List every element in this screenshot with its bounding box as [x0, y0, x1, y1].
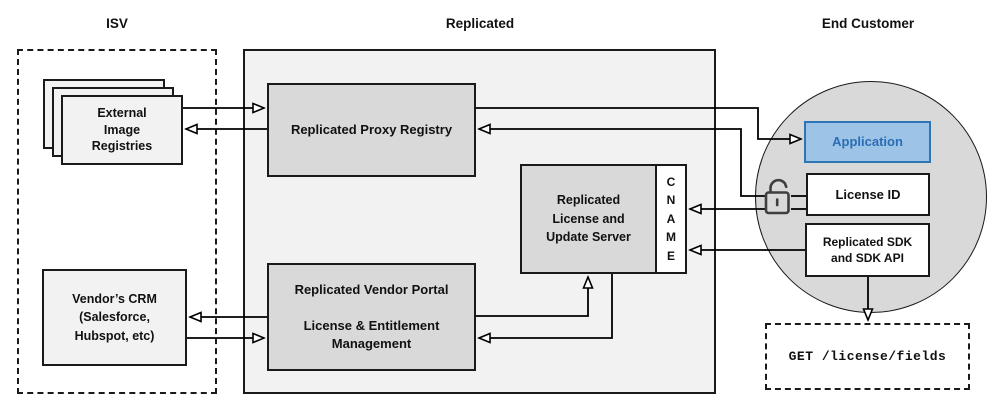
- replicated-sdk-node: Replicated SDK and SDK API: [805, 223, 930, 277]
- application-node: Application: [804, 121, 931, 163]
- cname-label-strip: C N A M E: [655, 164, 687, 274]
- license-id-node: License ID: [806, 173, 930, 216]
- replicated-section-title: Replicated: [445, 16, 515, 31]
- end-customer-section-title: End Customer: [821, 16, 915, 31]
- get-license-fields-node: GET /license/fields: [765, 323, 970, 390]
- external-image-registries-node: External Image Registries: [61, 95, 183, 165]
- replicated-license-update-server-node: Replicated License and Update Server: [520, 164, 657, 274]
- vendors-crm-node: Vendor’s CRM (Salesforce, Hubspot, etc): [42, 269, 187, 366]
- isv-section-title: ISV: [106, 16, 128, 31]
- replicated-proxy-registry-node: Replicated Proxy Registry: [267, 83, 476, 177]
- replicated-vendor-portal-node: Replicated Vendor Portal License & Entit…: [267, 263, 476, 371]
